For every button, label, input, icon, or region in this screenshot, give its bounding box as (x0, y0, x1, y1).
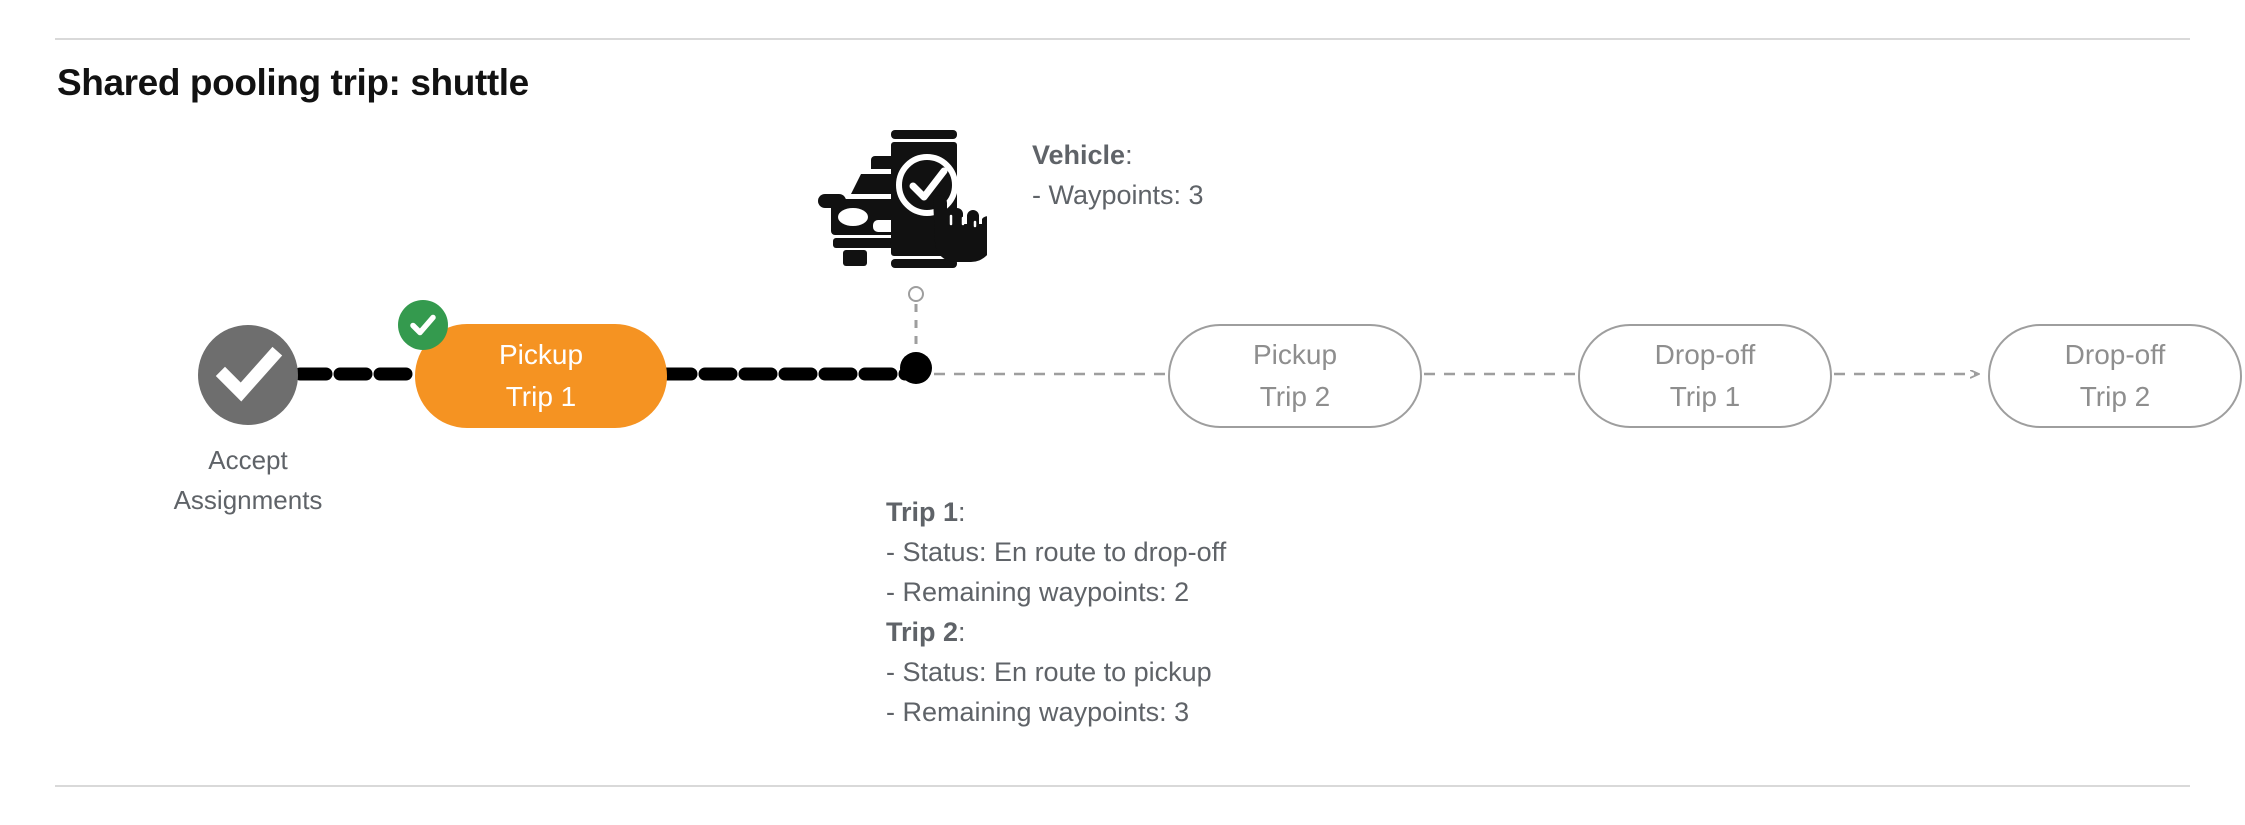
page-title: Shared pooling trip: shuttle (57, 62, 529, 103)
completed-check-badge (398, 300, 448, 350)
trip-1-heading: Trip 1: (886, 492, 1226, 532)
bottom-divider (55, 785, 2190, 787)
step-dropoff-trip-2-line1: Drop-off (2064, 339, 2166, 370)
accept-assignments-node[interactable] (198, 325, 298, 425)
trip-2-waypoints: - Remaining waypoints: 3 (886, 697, 1190, 727)
trip-2-heading: Trip 2: (886, 612, 1226, 652)
step-dropoff-trip-2[interactable]: Drop-off Trip 2 (1988, 324, 2242, 428)
step-pickup-trip-1[interactable]: Pickup Trip 1 (415, 324, 667, 428)
trip-1-waypoints: - Remaining waypoints: 2 (886, 577, 1190, 607)
vehicle-info-heading-text: Vehicle (1032, 140, 1126, 170)
step-dropoff-trip-2-line2: Trip 2 (2079, 381, 2151, 412)
step-pickup-trip-2[interactable]: Pickup Trip 2 (1168, 324, 1422, 428)
vehicle-position-marker (908, 286, 924, 302)
trip-2-status: - Status: En route to pickup (886, 657, 1212, 687)
trip-2-heading-colon: : (958, 617, 966, 647)
step-pickup-trip-1-line2: Trip 1 (505, 381, 577, 412)
trip-1-heading-colon: : (958, 497, 966, 527)
trip-details-block: Trip 1: - Status: En route to drop-off -… (886, 492, 1226, 732)
vehicle-info-heading: Vehicle: (1032, 135, 1204, 175)
step-dropoff-trip-1[interactable]: Drop-off Trip 1 (1578, 324, 1832, 428)
vehicle-app-check-icon (817, 120, 993, 272)
accept-assignments-label-line1: Accept (208, 445, 288, 475)
trip-1-heading-text: Trip 1 (886, 497, 959, 527)
vehicle-info-waypoints: - Waypoints: 3 (1032, 180, 1204, 210)
step-dropoff-trip-1-line1: Drop-off (1654, 339, 1756, 370)
vehicle-info-block: Vehicle: - Waypoints: 3 (1032, 135, 1204, 215)
trip-2-heading-text: Trip 2 (886, 617, 959, 647)
accept-assignments-label: Accept Assignments (108, 440, 388, 520)
top-divider (55, 38, 2190, 40)
vehicle-info-heading-colon: : (1125, 140, 1133, 170)
current-progress-dot (900, 352, 932, 384)
check-circle-icon (215, 346, 283, 402)
step-dropoff-trip-1-line2: Trip 1 (1669, 381, 1741, 412)
accept-assignments-label-line2: Assignments (173, 485, 323, 515)
step-pickup-trip-1-line1: Pickup (498, 339, 584, 370)
step-pickup-trip-2-line2: Trip 2 (1259, 381, 1331, 412)
completed-check-icon (410, 314, 436, 336)
step-pickup-trip-2-line1: Pickup (1252, 339, 1338, 370)
trip-1-status: - Status: En route to drop-off (886, 537, 1227, 567)
